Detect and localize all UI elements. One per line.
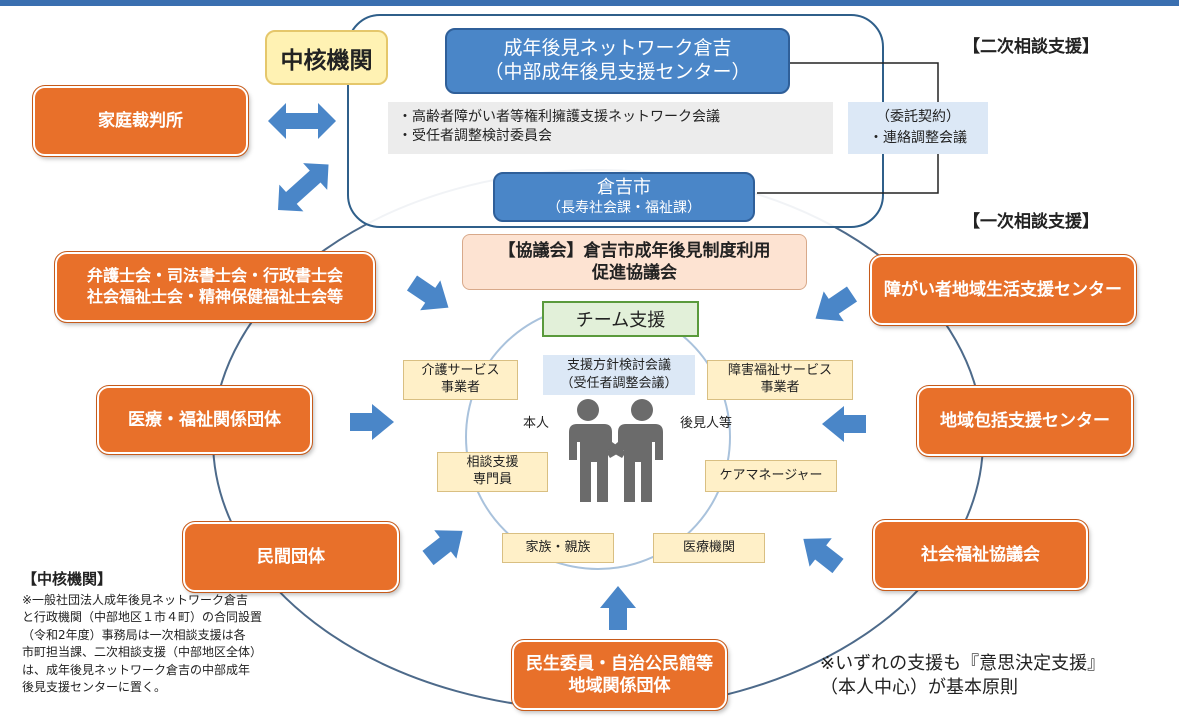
org-private-groups: 民間団体 xyxy=(182,521,400,593)
meetings-box: ・高齢者障がい者等権利擁護支援ネットワーク会議 ・受任者調整検討委員会 xyxy=(388,102,833,154)
network-subtitle: （中部成年後見支援センター） xyxy=(484,61,751,83)
org-medical-welfare-label: 医療・福祉関係団体 xyxy=(128,409,281,430)
org-private-groups-label: 民間団体 xyxy=(257,546,325,567)
city-departments: （長寿社会課・福祉課） xyxy=(547,199,701,216)
city-name: 倉吉市 xyxy=(597,177,651,198)
arrow-right-icon xyxy=(350,404,394,440)
council-box: 【協議会】倉吉市成年後見制度利用 促進協議会 xyxy=(462,234,807,290)
family-relatives: 家族・親族 xyxy=(502,533,614,563)
care-manager-text: ケアマネージャー xyxy=(719,467,823,483)
support-policy-meeting-sub: （受任者調整会議） xyxy=(560,376,678,391)
family-relatives-text: 家族・親族 xyxy=(525,539,591,555)
city-box: 倉吉市 （長寿社会課・福祉課） xyxy=(493,172,755,222)
arrow-right-icon xyxy=(401,268,459,323)
org-family-court: 家庭裁判所 xyxy=(32,85,249,157)
guiding-principle: ※いずれの支援も『意思決定支援』 （本人中心）が基本原則 xyxy=(820,652,1165,701)
footnote-line: （令和2年度）事務局は一次相談支援は各 xyxy=(22,627,246,642)
principal-label: 本人 xyxy=(523,416,550,431)
org-community-groups-line1: 民生委員・自治公民館等 xyxy=(526,653,713,674)
core-tag: 中核機関 xyxy=(265,30,388,85)
org-professional-associations-line2: 社会福祉士会・精神保健福祉士会等 xyxy=(86,287,343,306)
org-medical-welfare: 医療・福祉関係団体 xyxy=(96,385,313,455)
footnote-line: 市町担当課、二次相談支援（中部地区全体） xyxy=(22,645,263,660)
meeting-item: ・高齢者障がい者等権利擁護支援ネットワーク会議 xyxy=(398,109,720,125)
org-professional-associations: 弁護士会・司法書士会・行政書士会 社会福祉士会・精神保健福祉士会等 xyxy=(54,251,376,323)
coordination-meeting: ・連絡調整会議 xyxy=(869,130,967,146)
council-title: 【協議会】倉吉市成年後見制度利用 xyxy=(498,240,771,261)
footnote-line: ※一般社団法人成年後見ネットワーク倉吉 xyxy=(22,593,249,607)
org-regional-support-center-label: 地域包括支援センター xyxy=(940,410,1110,431)
secondary-support-label: 【二次相談支援】 xyxy=(963,37,1099,57)
support-policy-meeting: 支援方針検討会議 （受任者調整会議） xyxy=(543,355,695,395)
org-social-welfare-council: 社会福祉協議会 xyxy=(872,519,1089,591)
disability-service-provider-sub: 事業者 xyxy=(760,380,800,395)
care-service-provider-sub: 事業者 xyxy=(440,380,480,395)
footnote-body: ※一般社団法人成年後見ネットワーク倉吉 と行政機関（中部地区１市４町）の合同設置… xyxy=(22,592,352,696)
meeting-item: ・受任者調整検討委員会 xyxy=(398,127,552,144)
arrow-up-icon xyxy=(600,586,636,630)
medical-institution: 医療機関 xyxy=(653,533,765,563)
primary-support-label: 【一次相談支援】 xyxy=(963,212,1099,232)
arrow-left-icon xyxy=(822,406,866,442)
double-arrow-icon xyxy=(265,151,341,224)
footnote-line: は、成年後見ネットワーク倉吉の中部成年 xyxy=(22,662,251,677)
org-family-court-label: 家庭裁判所 xyxy=(98,110,183,131)
top-bar xyxy=(0,0,1179,6)
disability-service-provider-name: 障害福祉サービス xyxy=(727,363,832,379)
org-community-groups: 民生委員・自治公民館等 地域関係団体 xyxy=(511,639,728,711)
footnote-line: と行政機関（中部地区１市４町）の合同設置 xyxy=(22,610,263,625)
medical-institution-text: 医療機関 xyxy=(682,539,735,555)
care-service-provider: 介護サービス 事業者 xyxy=(403,360,518,400)
network-name: 成年後見ネットワーク倉吉 xyxy=(503,37,732,60)
guiding-principle-line2: （本人中心）が基本原則 xyxy=(820,677,1018,699)
support-policy-meeting-name: 支援方針検討会議 xyxy=(566,358,671,374)
contract-box: （委託契約） ・連絡調整会議 xyxy=(848,102,988,154)
contract-label: （委託契約） xyxy=(876,109,960,125)
guardian-label: 後見人等 xyxy=(680,416,733,431)
care-manager: ケアマネージャー xyxy=(705,460,837,492)
arrow-left-icon xyxy=(792,524,850,581)
arrow-left-icon xyxy=(805,279,863,334)
disability-service-provider: 障害福祉サービス 事業者 xyxy=(707,360,853,400)
team-support-title: チーム支援 xyxy=(542,301,699,337)
org-regional-support-center: 地域包括支援センター xyxy=(916,385,1134,457)
guiding-principle-line1: ※いずれの支援も『意思決定支援』 xyxy=(820,653,1106,674)
org-social-welfare-council-label: 社会福祉協議会 xyxy=(921,544,1040,565)
consultation-specialist-sub: 専門員 xyxy=(472,472,512,487)
org-community-groups-line2: 地域関係団体 xyxy=(568,676,671,696)
care-service-provider-name: 介護サービス xyxy=(421,363,500,379)
org-disability-support-center: 障がい者地域生活支援センター xyxy=(869,254,1137,326)
double-arrow-icon xyxy=(268,103,336,139)
core-tag-text: 中核機関 xyxy=(280,47,373,74)
team-support-text: チーム支援 xyxy=(575,310,666,331)
consultation-specialist: 相談支援 専門員 xyxy=(437,452,548,492)
org-professional-associations-line1: 弁護士会・司法書士会・行政書士会 xyxy=(86,266,343,286)
arrow-right-icon xyxy=(416,516,474,573)
footnote-line: 後見支援センターに置く。 xyxy=(22,679,167,694)
handshake-icon xyxy=(569,399,663,502)
footnote-title: 【中核機関】 xyxy=(22,570,113,588)
consultation-specialist-name: 相談支援 xyxy=(466,455,519,471)
network-box: 成年後見ネットワーク倉吉 （中部成年後見支援センター） xyxy=(445,28,790,94)
council-subtitle: 促進協議会 xyxy=(592,263,677,283)
org-disability-support-center-label: 障がい者地域生活支援センター xyxy=(884,279,1122,300)
